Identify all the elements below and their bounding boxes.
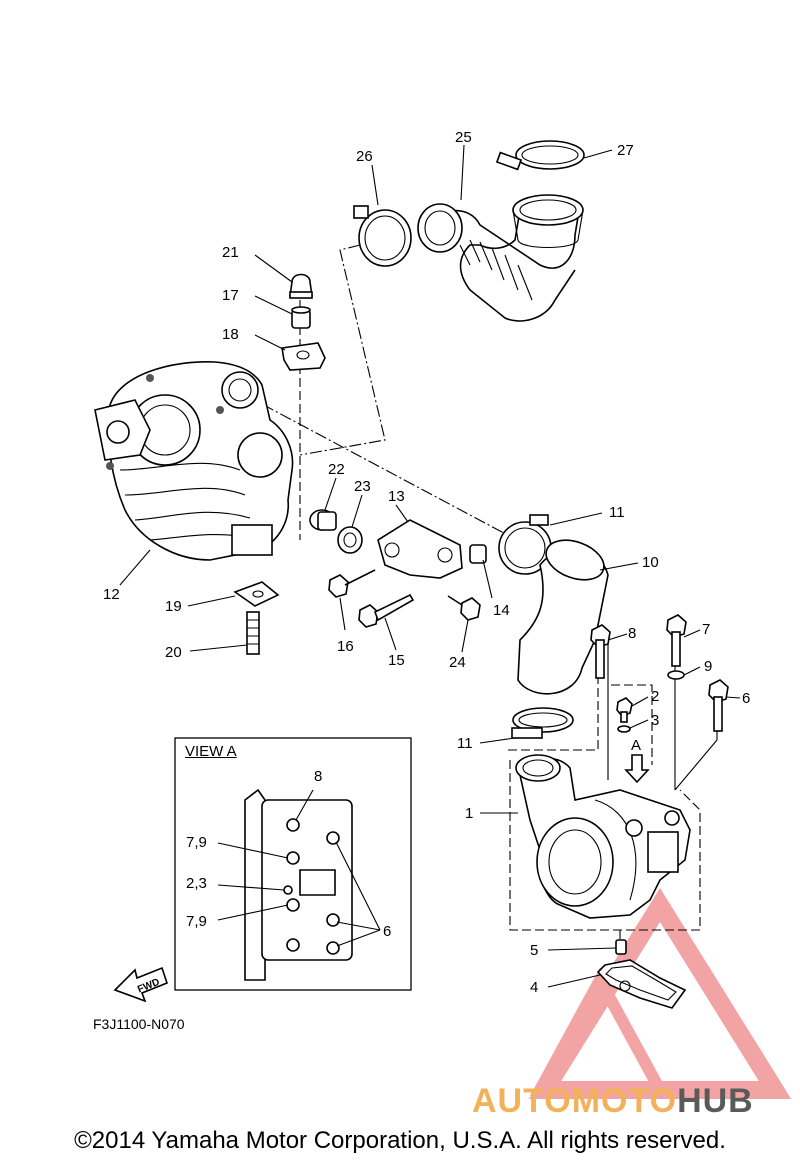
hose-clamp-27 bbox=[495, 140, 585, 171]
supercharger-1 bbox=[515, 754, 691, 919]
collar-14 bbox=[469, 544, 487, 564]
callout-4: 4 bbox=[530, 979, 538, 996]
callout-8: 8 bbox=[628, 625, 636, 642]
bolt-6 bbox=[708, 679, 729, 732]
callout-14: 14 bbox=[493, 602, 510, 619]
watermark-text: AUTOMOTOHUB bbox=[472, 1082, 754, 1121]
callout-12: 12 bbox=[103, 586, 120, 603]
callout-27: 27 bbox=[617, 142, 634, 159]
view-a-callout-6: 6 bbox=[383, 923, 391, 940]
watermark-logo bbox=[528, 887, 792, 1099]
watermark-text-part1: AUTOMOTO bbox=[472, 1082, 678, 1120]
diagram-code: F3J1100-N070 bbox=[93, 1016, 185, 1032]
callout-26: 26 bbox=[356, 148, 373, 165]
cap-nut-21 bbox=[289, 273, 313, 299]
bracket-13 bbox=[377, 519, 463, 579]
collar-22 bbox=[309, 509, 337, 531]
stud-20 bbox=[246, 611, 260, 655]
callout-23: 23 bbox=[354, 478, 371, 495]
watermark-text-part2: HUB bbox=[677, 1082, 754, 1120]
callout-15: 15 bbox=[388, 652, 405, 669]
callout-5: 5 bbox=[530, 942, 538, 959]
callout-9: 9 bbox=[704, 658, 712, 675]
bolt-8 bbox=[590, 624, 611, 679]
hose-clamp-11-upper bbox=[498, 514, 552, 575]
grommet-23 bbox=[337, 526, 363, 554]
callout-6: 6 bbox=[742, 690, 750, 707]
collar-17 bbox=[291, 306, 311, 329]
bolt-7 bbox=[666, 614, 687, 667]
dowel-pin-5 bbox=[615, 939, 627, 955]
callout-17: 17 bbox=[222, 287, 239, 304]
callout-22: 22 bbox=[328, 461, 345, 478]
washer-9 bbox=[667, 670, 685, 680]
callout-11-lower: 11 bbox=[457, 735, 473, 752]
assembly-lines bbox=[244, 244, 718, 945]
view-a-arrow: A bbox=[624, 737, 650, 784]
callout-1: 1 bbox=[465, 805, 473, 822]
hose-clamp-11-lower bbox=[511, 707, 574, 739]
callout-18: 18 bbox=[222, 326, 239, 343]
view-a-callout-8: 8 bbox=[314, 768, 322, 785]
callout-20: 20 bbox=[165, 644, 182, 661]
callout-leaders bbox=[119, 144, 741, 988]
bolt-15 bbox=[358, 593, 415, 628]
callout-13: 13 bbox=[388, 488, 405, 505]
callout-numbers: 26 25 27 21 17 18 12 22 23 13 11 10 14 1… bbox=[103, 129, 750, 996]
callout-10: 10 bbox=[642, 554, 659, 571]
view-a-callouts: 8 7,9 2,3 7,9 6 bbox=[186, 768, 391, 940]
callout-2: 2 bbox=[651, 688, 659, 705]
callout-24: 24 bbox=[449, 654, 466, 671]
hose-clamp-26 bbox=[353, 205, 412, 267]
intake-housing bbox=[94, 361, 294, 561]
view-a-callout-2-3: 2,3 bbox=[186, 875, 207, 892]
view-a-callout-7-9-lower: 7,9 bbox=[186, 913, 207, 930]
bolt-2 bbox=[616, 697, 633, 723]
callout-11-upper: 11 bbox=[609, 504, 625, 521]
callout-19: 19 bbox=[165, 598, 182, 615]
damper-18 bbox=[281, 342, 326, 371]
plate-19 bbox=[233, 581, 280, 607]
copyright-notice: ©2014 Yamaha Motor Corporation, U.S.A. A… bbox=[74, 1127, 726, 1154]
hose-10 bbox=[517, 539, 609, 695]
view-a-callout-7-9-upper: 7,9 bbox=[186, 834, 207, 851]
callout-25: 25 bbox=[455, 129, 472, 146]
bolt-24 bbox=[447, 595, 481, 621]
bolt-16 bbox=[328, 569, 376, 598]
callout-7: 7 bbox=[702, 621, 710, 638]
view-a-title: VIEW A bbox=[185, 743, 237, 760]
washer-3 bbox=[617, 725, 631, 733]
fwd-arrow-icon: FWD bbox=[113, 966, 168, 1003]
view-a-panel bbox=[174, 737, 412, 991]
view-a-arrow-label: A bbox=[631, 737, 641, 754]
callout-16: 16 bbox=[337, 638, 354, 655]
callout-3: 3 bbox=[651, 712, 659, 729]
callout-21: 21 bbox=[222, 244, 239, 261]
intake-duct-25 bbox=[417, 194, 584, 322]
gasket-4 bbox=[596, 959, 687, 1009]
